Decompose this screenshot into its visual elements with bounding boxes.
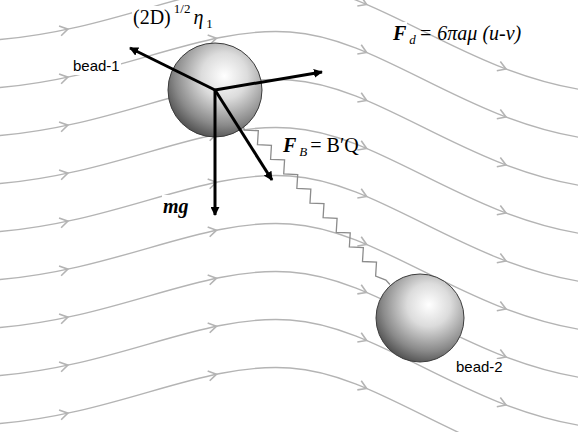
flow-chevron xyxy=(497,205,508,217)
flow-chevron xyxy=(357,141,368,153)
flow-chevron xyxy=(59,168,69,179)
bead: bead-2 xyxy=(375,273,465,363)
drag-formula: = 6πaμ (u-v) xyxy=(418,22,522,44)
subscript: 1 xyxy=(205,17,214,31)
bead-sphere xyxy=(375,273,465,363)
flow-chevron xyxy=(357,93,368,105)
bead-circle xyxy=(376,274,464,362)
flow-chevron xyxy=(357,189,368,201)
flow-chevron xyxy=(497,253,508,265)
bead-circle xyxy=(168,43,262,137)
noise-term: (2D) xyxy=(132,6,172,28)
streamline xyxy=(0,32,578,138)
flow-chevron xyxy=(59,24,69,35)
force-symbol: F xyxy=(282,134,297,156)
subscript: B xyxy=(298,145,308,159)
flow-chevron xyxy=(357,45,368,57)
gravity-label: mg xyxy=(162,195,190,217)
flow-chevron xyxy=(357,285,368,297)
flow-chevron xyxy=(497,301,508,313)
flow-chevron xyxy=(357,333,368,345)
flow-chevron xyxy=(497,157,508,169)
flow-chevron xyxy=(208,321,218,332)
spring-formula: = B′Q xyxy=(309,134,359,156)
flow-chevron xyxy=(208,273,218,284)
flow-chevron xyxy=(59,408,69,419)
flow-chevron xyxy=(497,397,508,409)
bead: bead-1 xyxy=(167,42,263,138)
streamline xyxy=(0,320,578,426)
bead-label: bead-2 xyxy=(455,359,504,376)
flow-chevron xyxy=(208,225,218,236)
gravity-arrow xyxy=(214,90,217,215)
flow-chevron xyxy=(59,72,69,83)
flow-chevron xyxy=(497,61,508,73)
flow-chevron xyxy=(208,369,218,380)
streamline xyxy=(0,272,578,378)
flow-chevron xyxy=(208,177,218,188)
streamline xyxy=(0,176,578,282)
exponent: 1/2 xyxy=(173,2,192,16)
flow-chevron xyxy=(497,109,508,121)
bead-label: bead-1 xyxy=(72,58,121,75)
force-symbol: F xyxy=(392,22,407,44)
flow-chevron xyxy=(59,216,69,227)
streamline xyxy=(0,128,578,234)
streamline xyxy=(0,0,578,90)
noise-symbol: η xyxy=(192,6,204,28)
flow-chevron xyxy=(357,0,368,9)
bead-sphere xyxy=(167,42,263,138)
streamline xyxy=(0,368,578,432)
drag-force-arrow xyxy=(215,72,322,90)
flow-chevron xyxy=(59,360,69,371)
noise-force-arrow xyxy=(130,48,215,90)
subscript: d xyxy=(408,33,417,47)
flow-chevron xyxy=(59,264,69,275)
flow-chevron xyxy=(357,381,368,393)
streamline xyxy=(0,80,578,186)
streamline xyxy=(0,224,578,330)
spring-force-arrow xyxy=(215,90,272,180)
flow-chevron xyxy=(59,120,69,131)
spring xyxy=(237,115,389,285)
flow-chevron xyxy=(59,312,69,323)
